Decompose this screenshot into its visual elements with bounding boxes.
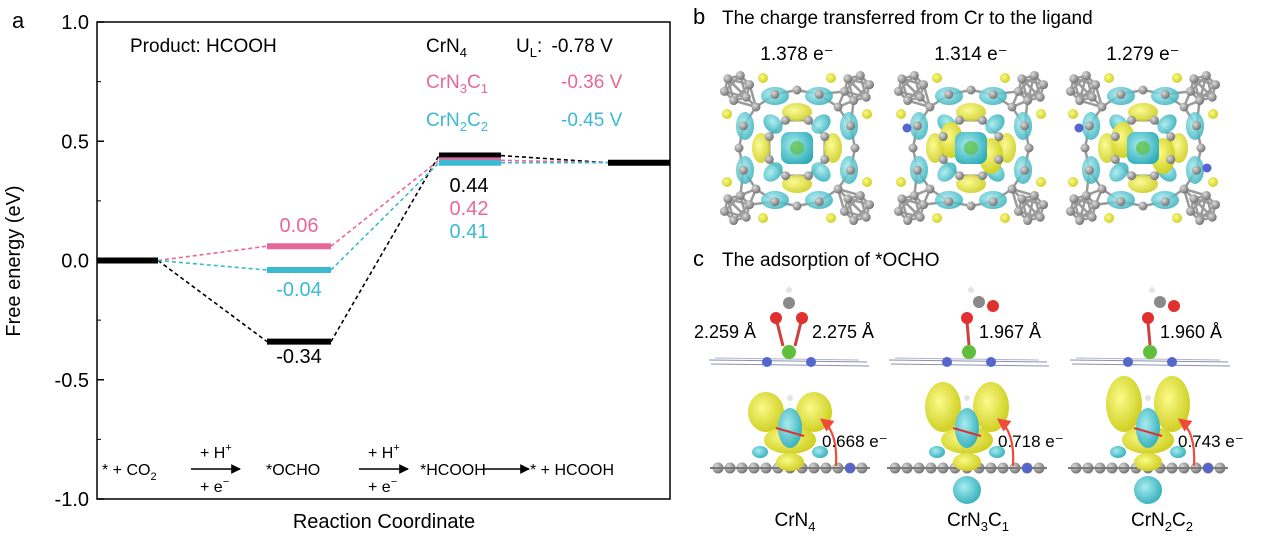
charge-difference-crn3c1 bbox=[887, 382, 1047, 504]
connector-CrN3C1-2 bbox=[500, 159, 609, 164]
step-hcooh: *HCOOH bbox=[420, 462, 486, 479]
adsorption-structure-crn4 bbox=[708, 287, 870, 367]
distance-label-2: 2.275 Å bbox=[812, 322, 874, 342]
transfer-label-crn4: 0.668 e⁻ bbox=[822, 432, 888, 451]
arrow-1-top: + H+ bbox=[200, 442, 232, 462]
distance-label-4: 1.960 Å bbox=[1160, 322, 1222, 342]
limiting-potential-table: CrN4 UL: -0.78 V CrN3C1 -0.36 V CrN2C2 -… bbox=[426, 36, 623, 134]
arrow-2-top: + H+ bbox=[368, 442, 400, 462]
adsorption-structure-crn3c1 bbox=[888, 287, 1050, 367]
connector-CrN3C1-1 bbox=[330, 159, 440, 247]
value-label-CrN3C1-1: 0.06 bbox=[280, 215, 319, 237]
structure-name-crn3c1: CrN3C1 bbox=[947, 510, 1009, 534]
connector-CrN4-0 bbox=[157, 259, 268, 343]
transfer-label-crn3c1: 0.718 e⁻ bbox=[998, 432, 1064, 451]
structure-name-crn2c2: CrN2C2 bbox=[1131, 510, 1193, 534]
y-tick-label: -0.5 bbox=[55, 370, 89, 392]
series-name-crn3c1: CrN3C1 bbox=[426, 72, 488, 96]
y-axis-label: Free energy (eV) bbox=[3, 185, 25, 336]
charge-crn3c1: 1.314 e⁻ bbox=[934, 44, 1007, 65]
charge-difference-crn2c2 bbox=[1068, 376, 1228, 504]
series-name-crn2c2: CrN2C2 bbox=[426, 110, 488, 134]
panel-c-title: The adsorption of *OCHO bbox=[722, 250, 940, 271]
energy-levels bbox=[97, 152, 670, 345]
connector-CrN3C1-0 bbox=[157, 245, 268, 262]
panel-b-title: The charge transferred from Cr to the li… bbox=[722, 8, 1093, 29]
transfer-label-crn2c2: 0.743 e⁻ bbox=[1178, 432, 1244, 451]
arrow-2-bottom: + e− bbox=[368, 476, 397, 496]
isosurfaces bbox=[1068, 73, 1218, 223]
charge-difference-crn4 bbox=[710, 392, 870, 474]
product-label: Product: HCOOH bbox=[130, 36, 277, 57]
ul-value-crn2c2: -0.45 V bbox=[561, 110, 623, 131]
y-tick-label: -1.0 bbox=[55, 489, 89, 511]
y-tick-label: 0.5 bbox=[61, 131, 89, 153]
value-label-CrN2C2-2: 0.41 bbox=[450, 221, 489, 243]
isosurfaces bbox=[722, 73, 872, 223]
atoms bbox=[1065, 70, 1221, 226]
connector-CrN4-2 bbox=[500, 154, 609, 164]
atoms bbox=[719, 70, 875, 226]
step-ocho: *OCHO bbox=[266, 462, 320, 479]
value-label-CrN2C2-1: -0.04 bbox=[276, 279, 322, 301]
connector-CrN2C2-0 bbox=[157, 259, 268, 271]
distance-label-3: 1.967 Å bbox=[979, 322, 1041, 342]
plot-frame bbox=[96, 21, 671, 500]
y-tick-label: 1.0 bbox=[61, 12, 89, 34]
series-name-crn4: CrN4 bbox=[426, 36, 467, 60]
value-label-CrN4-1: -0.34 bbox=[276, 346, 322, 368]
atoms bbox=[893, 70, 1049, 226]
connector-CrN4-1 bbox=[330, 155, 440, 342]
distance-label-1: 2.259 Å bbox=[694, 322, 756, 342]
energy-connectors bbox=[157, 154, 609, 343]
panel-a-letter: a bbox=[12, 8, 25, 33]
adsorption-structure-crn2c2 bbox=[1069, 287, 1231, 367]
panel-b-letter: b bbox=[693, 4, 705, 29]
arrow-1-bottom: + e− bbox=[200, 476, 229, 496]
connector-CrN2C2-1 bbox=[330, 162, 440, 271]
energy-value-labels: -0.34 0.44 0.06 0.42 -0.04 0.41 bbox=[276, 175, 488, 368]
y-axis-ticks: -1.0 -0.5 0.0 0.5 1.0 bbox=[55, 12, 104, 511]
ul-value-crn3c1: -0.36 V bbox=[561, 72, 623, 93]
structure-name-crn4: CrN4 bbox=[774, 510, 815, 534]
ul-label: UL: -0.78 V bbox=[516, 36, 613, 60]
value-label-CrN3C1-2: 0.42 bbox=[450, 198, 489, 220]
x-axis-label: Reaction Coordinate bbox=[293, 511, 475, 533]
charge-crn2c2: 1.279 e⁻ bbox=[1106, 44, 1179, 65]
charge-crn4: 1.378 e⁻ bbox=[760, 44, 833, 65]
charge-density-crn4 bbox=[719, 70, 875, 226]
charge-density-crn3c1 bbox=[893, 70, 1049, 226]
y-tick-label: 0.0 bbox=[61, 251, 89, 273]
step-product: * + HCOOH bbox=[530, 462, 614, 479]
charge-density-crn2c2 bbox=[1065, 70, 1221, 226]
step-reactant: * + CO2 bbox=[102, 462, 157, 483]
reaction-steps: * + CO2 + H+ + e− *OCHO + H+ + e− *HCOOH… bbox=[102, 442, 614, 496]
panel-c-letter: c bbox=[693, 246, 704, 271]
value-label-CrN4-2: 0.44 bbox=[450, 175, 489, 197]
